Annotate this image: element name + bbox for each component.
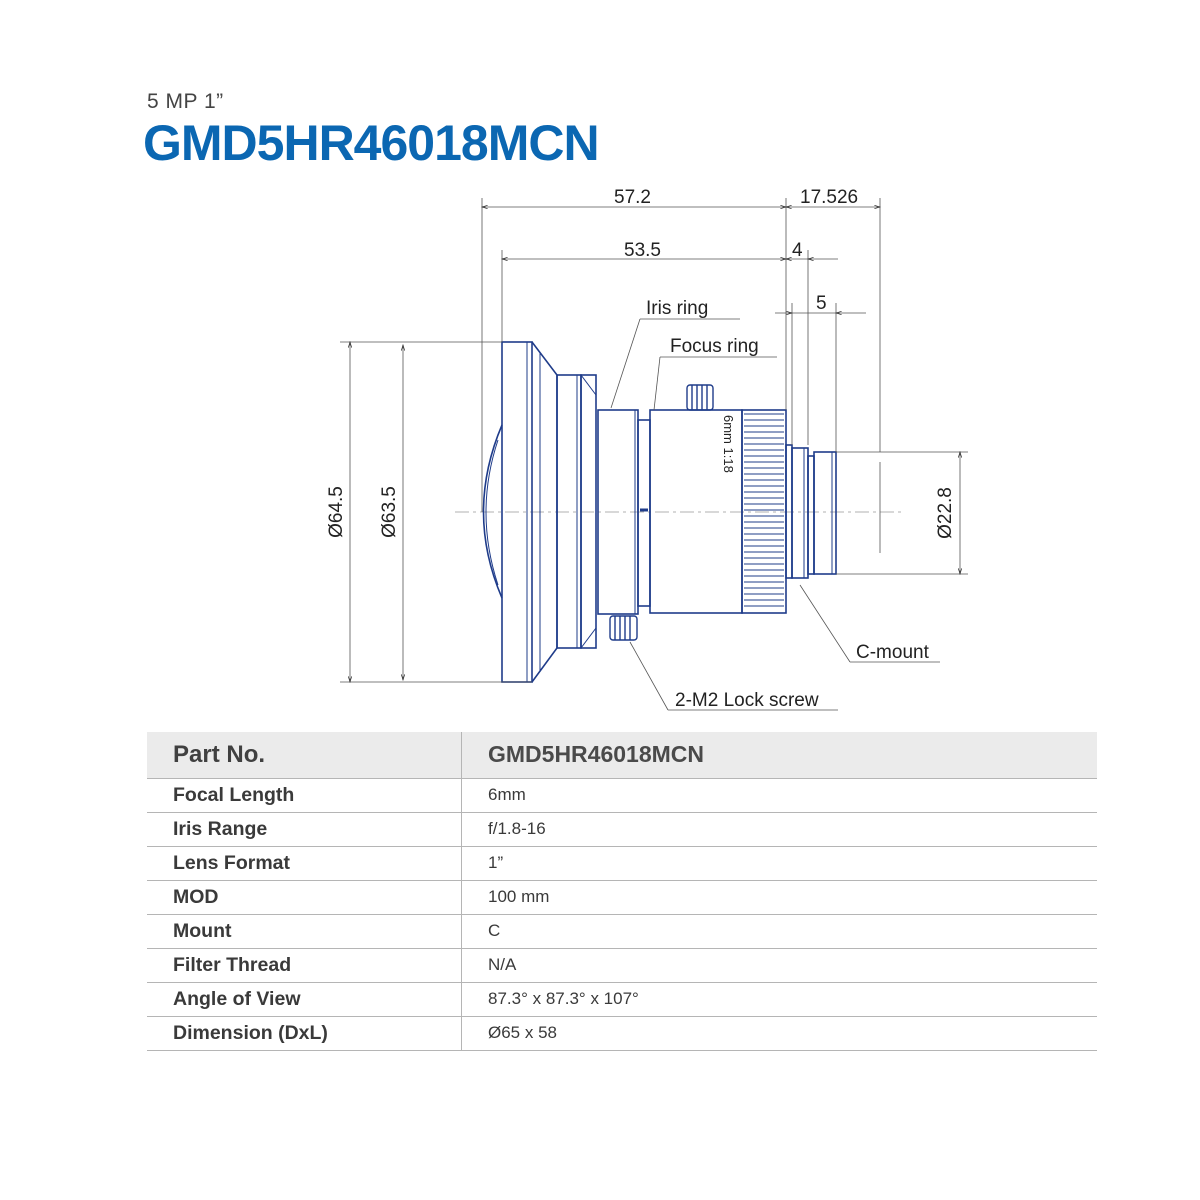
spec-header-key: Part No. — [147, 732, 462, 779]
label-iris-ring: Iris ring — [646, 298, 708, 319]
dim-diameter-mount: Ø22.8 — [935, 487, 956, 539]
spec-value: 100 mm — [461, 880, 1097, 915]
spec-key: MOD — [147, 880, 462, 915]
spec-value: 87.3° x 87.3° x 107° — [461, 982, 1097, 1017]
spec-value: N/A — [461, 948, 1097, 983]
spec-value: 6mm — [461, 778, 1097, 813]
dim-mount-thread: 4 — [792, 240, 803, 261]
label-focus-ring: Focus ring — [670, 336, 759, 357]
spec-value: 1” — [461, 846, 1097, 881]
spec-value: Ø65 x 58 — [461, 1016, 1097, 1051]
spec-value: C — [461, 914, 1097, 949]
spec-key: Lens Format — [147, 846, 462, 881]
spec-table: Part No. GMD5HR46018MCN Focal Length 6mm… — [147, 732, 1097, 1051]
dim-diameter-front: Ø63.5 — [379, 486, 400, 538]
spec-row: MOD 100 mm — [147, 880, 1097, 915]
dim-length-body: 53.5 — [624, 240, 661, 261]
dim-length-overall: 57.2 — [614, 187, 651, 208]
c-mount-section — [785, 444, 837, 579]
dim-mount-length: 5 — [816, 293, 827, 314]
spec-key: Dimension (DxL) — [147, 1016, 462, 1051]
dimension-lines — [340, 198, 968, 711]
dim-diameter-outer: Ø64.5 — [326, 486, 347, 538]
spec-row: Mount C — [147, 914, 1097, 949]
spec-row: Dimension (DxL) Ø65 x 58 — [147, 1016, 1097, 1051]
knurl-pattern — [744, 413, 784, 607]
spec-row: Focal Length 6mm — [147, 778, 1097, 813]
spec-row: Angle of View 87.3° x 87.3° x 107° — [147, 982, 1097, 1017]
spec-key: Focal Length — [147, 778, 462, 813]
focus-lock-screw — [686, 384, 714, 411]
lens-engraving: 6mm 1:18 — [721, 415, 736, 473]
spec-key: Filter Thread — [147, 948, 462, 983]
spec-key: Angle of View — [147, 982, 462, 1017]
spec-header-row: Part No. GMD5HR46018MCN — [147, 732, 1097, 779]
lens-body — [482, 341, 787, 683]
product-subtitle: 5 MP 1” — [147, 90, 224, 113]
spec-row: Filter Thread N/A — [147, 948, 1097, 983]
label-c-mount: C-mount — [856, 642, 930, 663]
iris-lock-screw — [609, 615, 638, 641]
spec-value: f/1.8-16 — [461, 812, 1097, 847]
spec-row: Iris Range f/1.8-16 — [147, 812, 1097, 847]
label-lock-screw: 2-M2 Lock screw — [675, 690, 819, 711]
dim-flange-back: 17.526 — [800, 187, 858, 208]
spec-key: Iris Range — [147, 812, 462, 847]
product-title: GMD5HR46018MCN — [143, 115, 600, 171]
spec-header-value: GMD5HR46018MCN — [461, 732, 1097, 779]
spec-key: Mount — [147, 914, 462, 949]
spec-row: Lens Format 1” — [147, 846, 1097, 881]
lens-technical-drawing: 6mm 1:18 — [326, 187, 968, 711]
